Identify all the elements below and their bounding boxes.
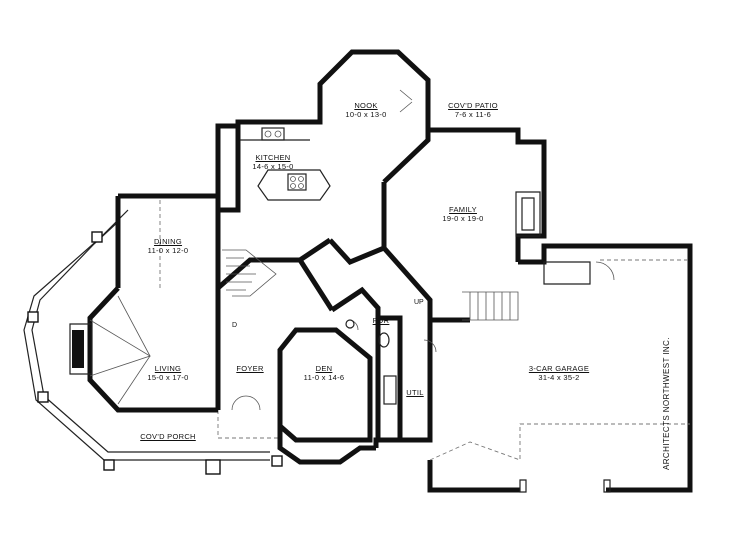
room-foyer-label: FOYER (228, 364, 272, 373)
room-name: LIVING (154, 364, 182, 373)
room-garage-label: 3-CAR GARAGE 31-4 x 35-2 (504, 364, 614, 382)
room-dims: 19-0 x 19-0 (442, 214, 484, 223)
room-name: DINING (153, 237, 183, 246)
room-nook-label: NOOK 10-0 x 13-0 (336, 101, 396, 119)
room-kitchen-label: KITCHEN 14-6 x 15-0 (238, 153, 308, 171)
room-name: DEN (315, 364, 333, 373)
room-patio-label: COV'D PATIO 7-6 x 11-6 (438, 101, 508, 119)
stair-down-marker: D (232, 322, 238, 329)
room-name: KITCHEN (255, 153, 291, 162)
room-pdr-label: PDR (364, 316, 398, 325)
room-name: UTIL (406, 388, 424, 397)
room-living-label: LIVING 15-0 x 17-0 (136, 364, 200, 382)
doors (231, 89, 615, 411)
room-dims: 11-0 x 12-0 (147, 246, 189, 255)
stair-up-marker: UP (414, 299, 424, 306)
porch-posts (27, 231, 283, 475)
room-porch-label: COV'D PORCH (136, 432, 200, 441)
room-dims: 15-0 x 17-0 (147, 373, 189, 382)
fireplaces (69, 191, 541, 375)
kitchen-fixtures (240, 127, 331, 201)
room-dims: 14-6 x 15-0 (252, 162, 294, 171)
room-name: NOOK (354, 101, 378, 110)
architect-credit: ARCHITECTS NORTHWEST INC. (662, 337, 671, 470)
room-dims: 10-0 x 13-0 (345, 110, 387, 119)
room-family-label: FAMILY 19-0 x 19-0 (428, 205, 498, 223)
room-dining-label: DINING 11-0 x 12-0 (138, 237, 198, 255)
room-dims: 11-0 x 14-6 (303, 373, 345, 382)
room-name: COV'D PATIO (448, 101, 498, 110)
room-name: FAMILY (449, 205, 477, 214)
room-dims: 7-6 x 11-6 (454, 110, 492, 119)
room-name: 3-CAR GARAGE (528, 364, 590, 373)
room-name: PDR (372, 316, 390, 325)
room-util-label: UTIL (400, 388, 430, 397)
living-ceiling (89, 295, 151, 405)
dining-and-stairs (159, 200, 519, 321)
room-name: FOYER (236, 364, 264, 373)
interior-walls (216, 126, 591, 443)
room-dims: 31-4 x 35-2 (538, 373, 580, 382)
room-den-label: DEN 11-0 x 14-6 (294, 364, 354, 382)
bath-fixtures (345, 319, 397, 405)
garage-outline (429, 259, 690, 493)
room-name: COV'D PORCH (140, 432, 196, 441)
